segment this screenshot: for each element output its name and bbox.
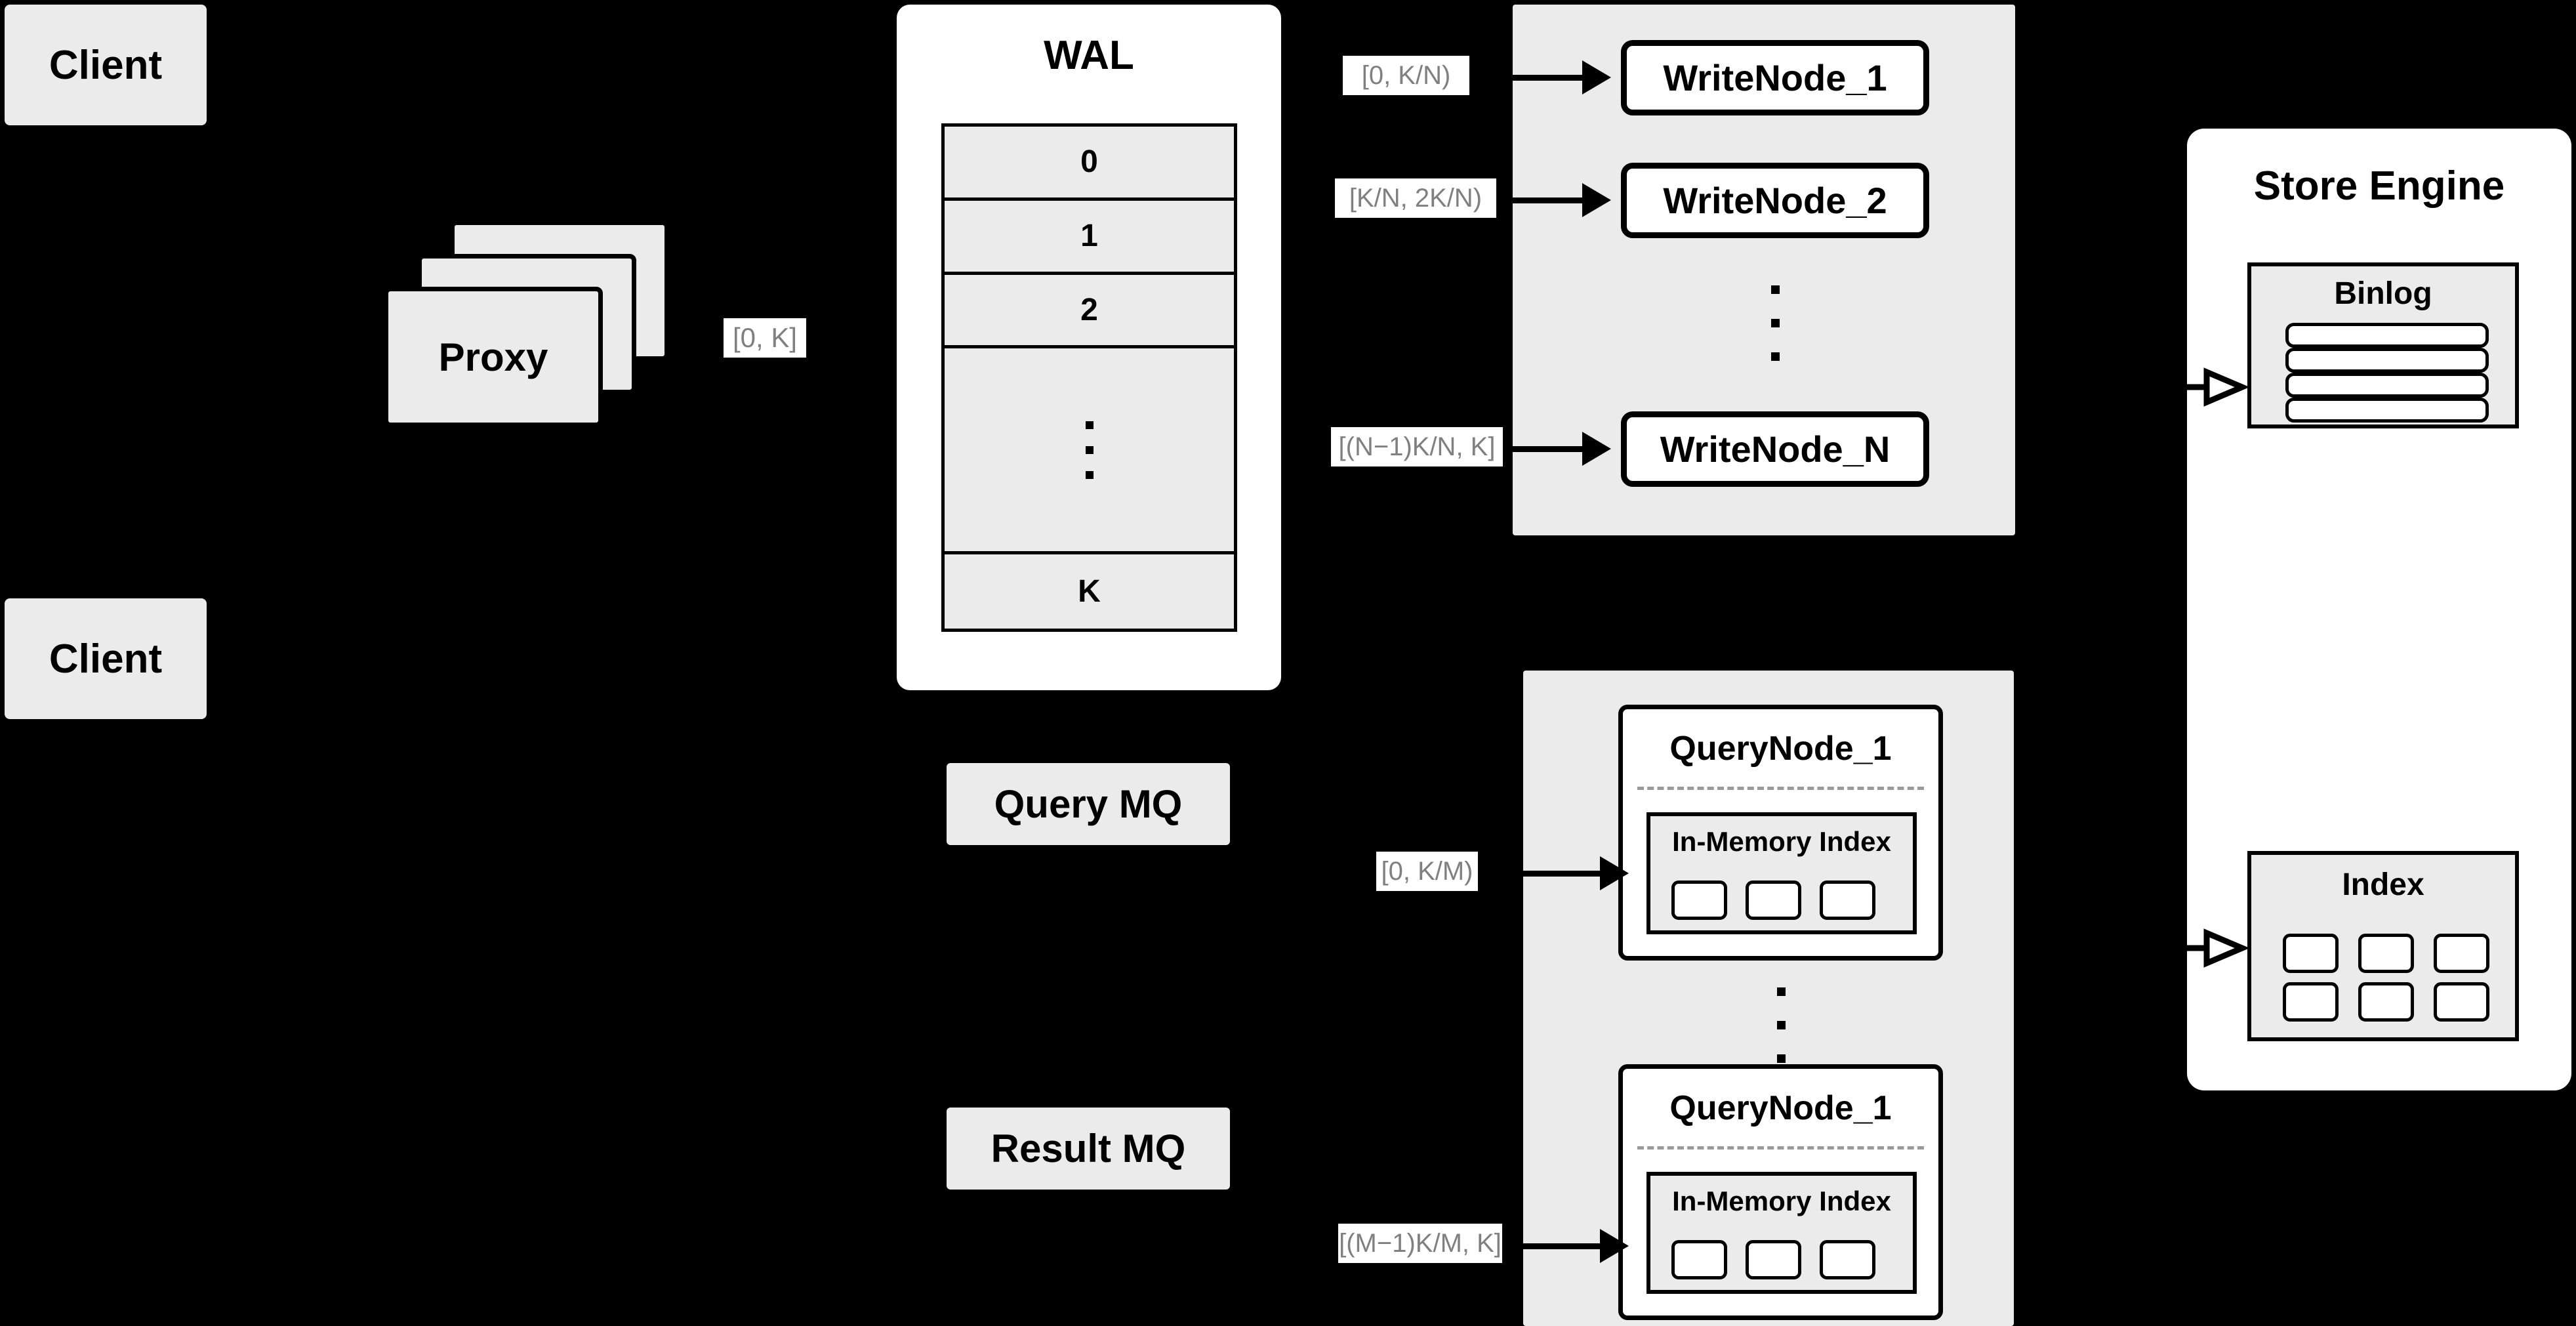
wal-table: 0 1 2 K xyxy=(941,123,1237,632)
write-node-label: WriteNode_N xyxy=(1660,428,1891,470)
binlog-row[interactable] xyxy=(2285,373,2489,398)
client-box-2[interactable]: Client xyxy=(5,598,207,719)
proxy-range-label: [0, K] xyxy=(724,318,806,358)
store-engine-panel: Store Engine Binlog Index xyxy=(2187,129,2571,1090)
query-node-label: QueryNode_1 xyxy=(1669,1089,1892,1127)
arrow-head-icon xyxy=(1600,1229,1629,1263)
query-node-label: QueryNode_1 xyxy=(1669,730,1892,768)
write-node-label: WriteNode_1 xyxy=(1663,57,1887,98)
arrow-to-query-node-1 xyxy=(1445,871,1600,877)
binlog-box: Binlog xyxy=(2247,262,2519,428)
write-node-label: WriteNode_2 xyxy=(1663,180,1887,221)
arrow-head-icon xyxy=(1582,60,1611,94)
binlog-title: Binlog xyxy=(2334,276,2432,311)
write-node-2[interactable]: WriteNode_2 xyxy=(1621,163,1929,238)
query-node-divider xyxy=(1637,787,1924,790)
index-chip[interactable] xyxy=(1671,881,1727,920)
in-memory-index-box-1: In-Memory Index xyxy=(1646,812,1917,934)
index-chip[interactable] xyxy=(1820,881,1875,920)
index-chip[interactable] xyxy=(1746,881,1801,920)
index-chip[interactable] xyxy=(2358,934,2414,973)
store-engine-title: Store Engine xyxy=(2253,163,2505,209)
query-mq-box[interactable]: Query MQ xyxy=(947,763,1230,845)
arrow-to-query-node-2 xyxy=(1445,1243,1600,1249)
write-nodes-ellipsis xyxy=(1746,267,1805,379)
result-mq-label: Result MQ xyxy=(991,1127,1186,1171)
hollow-arrow-head-icon xyxy=(2203,367,2250,407)
arrow-head-icon xyxy=(1582,432,1611,466)
wal-cell[interactable]: K xyxy=(945,554,1234,629)
index-chip[interactable] xyxy=(2434,982,2489,1022)
hollow-arrow-head-icon xyxy=(2203,928,2250,968)
query-node-range-label-2: [(M−1)K/M, K] xyxy=(1338,1224,1502,1263)
query-node-divider xyxy=(1637,1146,1924,1150)
wal-panel: WAL 0 1 2 K xyxy=(897,5,1281,690)
query-node-1[interactable]: QueryNode_1 In-Memory Index xyxy=(1618,705,1943,961)
arrow-to-write-node-2 xyxy=(1410,197,1582,203)
arrow-to-binlog xyxy=(2166,367,2251,407)
arrow-to-write-node-1 xyxy=(1410,75,1582,81)
wal-cell[interactable]: 2 xyxy=(945,274,1234,349)
index-chip[interactable] xyxy=(1746,1240,1801,1279)
index-chip[interactable] xyxy=(2283,934,2339,973)
client-label: Client xyxy=(49,42,163,88)
wal-title: WAL xyxy=(1044,33,1134,78)
wal-cell[interactable]: 0 xyxy=(945,127,1234,201)
write-node-1[interactable]: WriteNode_1 xyxy=(1621,40,1929,115)
query-nodes-group: QueryNode_1 In-Memory Index QueryNode_1 … xyxy=(1523,671,2014,1326)
proxy-card-front[interactable]: Proxy xyxy=(384,287,603,427)
index-chip[interactable] xyxy=(1820,1240,1875,1279)
proxy-label: Proxy xyxy=(438,335,548,379)
arrow-to-index xyxy=(2166,928,2251,968)
in-memory-index-label: In-Memory Index xyxy=(1672,826,1891,857)
query-node-2[interactable]: QueryNode_1 In-Memory Index xyxy=(1618,1064,1943,1320)
query-node-range-label-1: [0, K/M) xyxy=(1376,852,1478,891)
query-mq-label: Query MQ xyxy=(994,782,1183,826)
query-nodes-ellipsis xyxy=(1751,969,1810,1081)
result-mq-box[interactable]: Result MQ xyxy=(947,1108,1230,1190)
write-node-range-label-n: [(N−1)K/N, K] xyxy=(1331,427,1503,466)
index-title: Index xyxy=(2342,867,2424,902)
wal-cell[interactable]: 1 xyxy=(945,200,1234,275)
wal-cell-ellipsis xyxy=(945,348,1234,555)
arrow-head-icon xyxy=(1600,856,1629,890)
write-node-n[interactable]: WriteNode_N xyxy=(1621,411,1929,487)
write-node-range-label-1: [0, K/N) xyxy=(1343,56,1469,95)
index-chip[interactable] xyxy=(2434,934,2489,973)
client-box-1[interactable]: Client xyxy=(5,5,207,125)
binlog-row[interactable] xyxy=(2285,323,2489,348)
write-node-range-label-2: [K/N, 2K/N) xyxy=(1335,178,1496,218)
index-box: Index xyxy=(2247,851,2519,1041)
binlog-row[interactable] xyxy=(2285,398,2489,423)
in-memory-index-label: In-Memory Index xyxy=(1672,1186,1891,1216)
in-memory-index-box-2: In-Memory Index xyxy=(1646,1172,1917,1294)
client-label: Client xyxy=(49,636,163,682)
index-chip[interactable] xyxy=(2283,982,2339,1022)
index-chip[interactable] xyxy=(2358,982,2414,1022)
index-chip[interactable] xyxy=(1671,1240,1727,1279)
arrow-head-icon xyxy=(1582,183,1611,217)
binlog-row[interactable] xyxy=(2285,348,2489,373)
